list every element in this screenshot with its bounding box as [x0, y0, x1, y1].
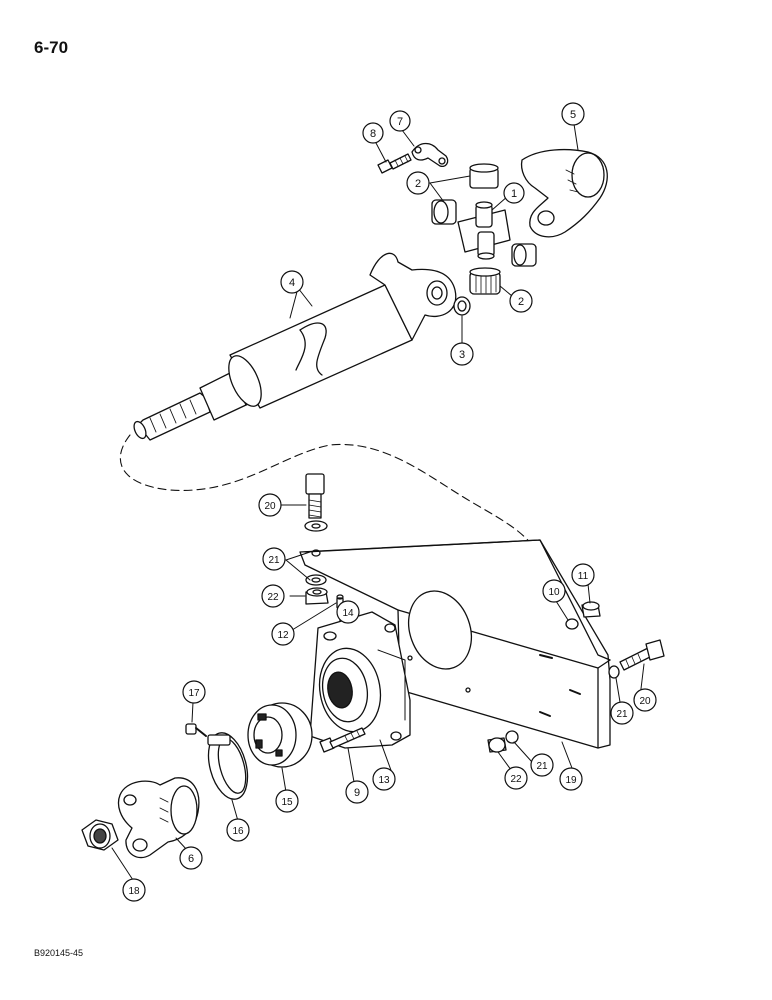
bearing-insert: [247, 702, 313, 768]
flange-bearing-housing: [309, 611, 411, 749]
callout-20-upper: 20: [258, 493, 282, 517]
housing-bolt: [319, 727, 366, 753]
callout-8: 8: [362, 122, 384, 144]
svg-text:22: 22: [267, 592, 279, 603]
callout-9: 9: [345, 780, 369, 804]
svg-text:20: 20: [639, 696, 651, 707]
svg-text:11: 11: [578, 571, 589, 582]
callout-3: 3: [450, 342, 474, 366]
callout-14: 14: [336, 600, 360, 624]
callout-18: 18: [122, 878, 146, 902]
locking-collar: [207, 732, 249, 800]
svg-text:22: 22: [510, 774, 522, 785]
callout-15: 15: [275, 789, 299, 813]
washers: [304, 520, 328, 586]
callout-5: 5: [561, 102, 585, 126]
lock-nut-lower: [487, 737, 507, 753]
set-screw: [185, 723, 207, 737]
svg-text:10: 10: [548, 587, 560, 598]
callout-21-upper: 21: [262, 547, 286, 571]
svg-text:17: 17: [188, 688, 200, 699]
callout-2-lower: 2: [509, 289, 533, 313]
callout-17: 17: [182, 680, 206, 704]
callout-20-right: 20: [633, 688, 657, 712]
mounting-bolt-vertical: [305, 473, 325, 519]
svg-text:2: 2: [415, 178, 421, 190]
callout-6: 6: [179, 846, 203, 870]
strap-bolt: [377, 153, 412, 174]
figure-code: B920145-45: [34, 948, 84, 958]
svg-text:6: 6: [188, 853, 194, 865]
callout-21-right: 21: [610, 701, 634, 725]
svg-text:8: 8: [370, 128, 376, 140]
svg-text:9: 9: [354, 787, 360, 799]
callout-10: 10: [542, 579, 566, 603]
callout-22-lower: 22: [504, 766, 528, 790]
svg-text:16: 16: [232, 826, 244, 837]
page-number: 6-70: [34, 38, 69, 57]
svg-text:20: 20: [264, 501, 276, 512]
svg-text:7: 7: [397, 116, 403, 128]
svg-text:21: 21: [616, 709, 628, 720]
washer-lower: [505, 730, 519, 744]
lock-nut-upper: [305, 587, 329, 605]
leader-lines: [111, 123, 645, 881]
svg-text:13: 13: [378, 775, 390, 786]
svg-text:19: 19: [565, 775, 577, 786]
svg-text:5: 5: [570, 109, 576, 121]
universal-joint-cross: [457, 201, 511, 260]
flange-yoke-lower: [117, 777, 200, 859]
svg-text:2: 2: [518, 296, 524, 308]
svg-text:14: 14: [342, 608, 354, 619]
washer-right: [565, 618, 579, 630]
callout-7: 7: [389, 110, 411, 132]
nut-right: [581, 601, 601, 618]
callout-11: 11: [571, 563, 595, 587]
assembly-dashed-outline: [119, 434, 547, 631]
callout-22-upper: 22: [261, 584, 285, 608]
callout-2-upper: 2: [406, 171, 430, 195]
svg-text:21: 21: [536, 761, 548, 772]
callout-19: 19: [559, 767, 583, 791]
callout-4: 4: [280, 270, 304, 294]
callout-13: 13: [372, 767, 396, 791]
svg-text:1: 1: [511, 188, 517, 200]
svg-text:18: 18: [128, 886, 140, 897]
svg-text:15: 15: [281, 797, 293, 808]
callout-1: 1: [503, 182, 525, 204]
bearing-cups: [431, 163, 537, 295]
callout-12: 12: [271, 622, 295, 646]
mounting-bolt-horizontal: [608, 639, 665, 679]
svg-text:3: 3: [459, 349, 465, 361]
svg-text:4: 4: [289, 277, 295, 289]
callout-21-lower: 21: [530, 753, 554, 777]
svg-text:21: 21: [268, 555, 280, 566]
flange-yoke-upper: [520, 148, 608, 238]
yoke-nut: [81, 819, 119, 851]
snap-ring: [453, 296, 471, 316]
callout-16: 16: [226, 818, 250, 842]
svg-text:12: 12: [277, 630, 289, 641]
bearing-bracket: [299, 539, 611, 749]
bearing-strap: [411, 142, 449, 168]
callouts: 1 2 2 3 4 5 6 7 8 9 10 11 12 13 14 15 16…: [122, 102, 657, 902]
driveshaft-part: [133, 252, 457, 441]
